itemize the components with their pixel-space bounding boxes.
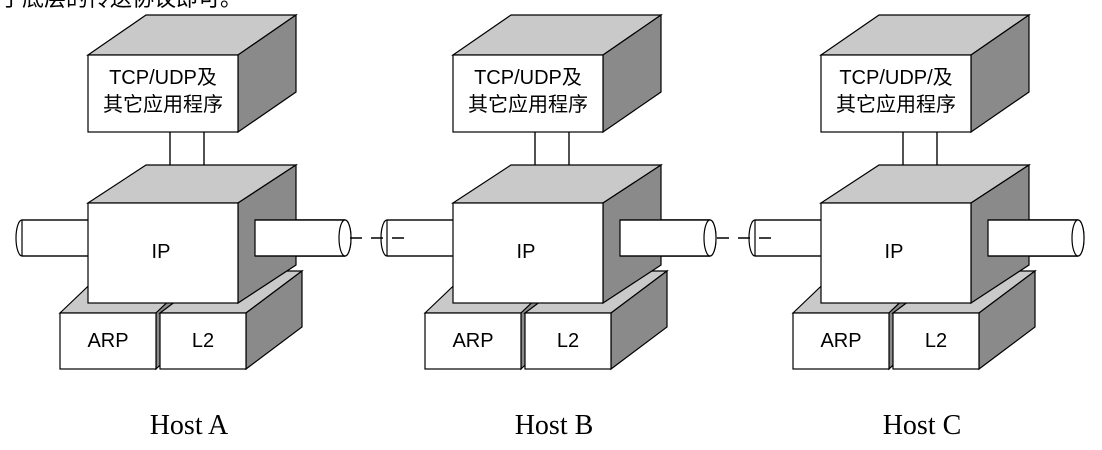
right-pipe-front-body bbox=[619, 219, 711, 257]
left-pipe-body bbox=[21, 219, 91, 257]
right-pipe-front-body bbox=[987, 219, 1079, 257]
app-label-line1: TCP/UDP及 bbox=[109, 67, 217, 89]
right-pipe-front-body bbox=[254, 219, 346, 257]
app-block-front-face bbox=[820, 54, 972, 133]
app-label-line1: TCP/UDP及 bbox=[474, 67, 582, 89]
arp-block-front-face bbox=[59, 312, 157, 370]
app-block-front-face bbox=[87, 54, 239, 133]
arp-label: ARP bbox=[87, 330, 128, 352]
ip-block-front-face bbox=[87, 202, 239, 304]
app-label-line1: TCP/UDP/及 bbox=[839, 67, 952, 89]
app-label-line2: 其它应用程序 bbox=[103, 93, 223, 116]
host-name-label: Host C bbox=[883, 410, 962, 441]
l2-label: L2 bbox=[192, 330, 214, 352]
ip-label: IP bbox=[517, 241, 536, 263]
host-name-label: Host A bbox=[150, 410, 229, 441]
l2-label: L2 bbox=[557, 330, 579, 352]
l2-block-front-face bbox=[524, 312, 612, 370]
left-pipe-end bbox=[15, 219, 23, 257]
l2-block-front-face bbox=[892, 312, 980, 370]
ip-label: IP bbox=[152, 241, 171, 263]
app-label-line2: 其它应用程序 bbox=[836, 93, 956, 116]
host-name-label: Host B bbox=[515, 410, 594, 441]
ip-block-front-face bbox=[452, 202, 604, 304]
ip-label: IP bbox=[885, 241, 904, 263]
arp-label: ARP bbox=[820, 330, 861, 352]
right-pipe-front-end bbox=[1071, 219, 1085, 257]
arp-block-front-face bbox=[424, 312, 522, 370]
caption-fragment: 于底层的传送协议即可。 bbox=[0, 0, 242, 11]
l2-block-front-face bbox=[159, 312, 247, 370]
ip-block-front-face bbox=[820, 202, 972, 304]
l2-label: L2 bbox=[925, 330, 947, 352]
arp-label: ARP bbox=[452, 330, 493, 352]
right-pipe-front-end bbox=[703, 219, 717, 257]
right-pipe-front-end bbox=[338, 219, 352, 257]
arp-block-front-face bbox=[792, 312, 890, 370]
app-block-front-face bbox=[452, 54, 604, 133]
app-label-line2: 其它应用程序 bbox=[468, 93, 588, 116]
